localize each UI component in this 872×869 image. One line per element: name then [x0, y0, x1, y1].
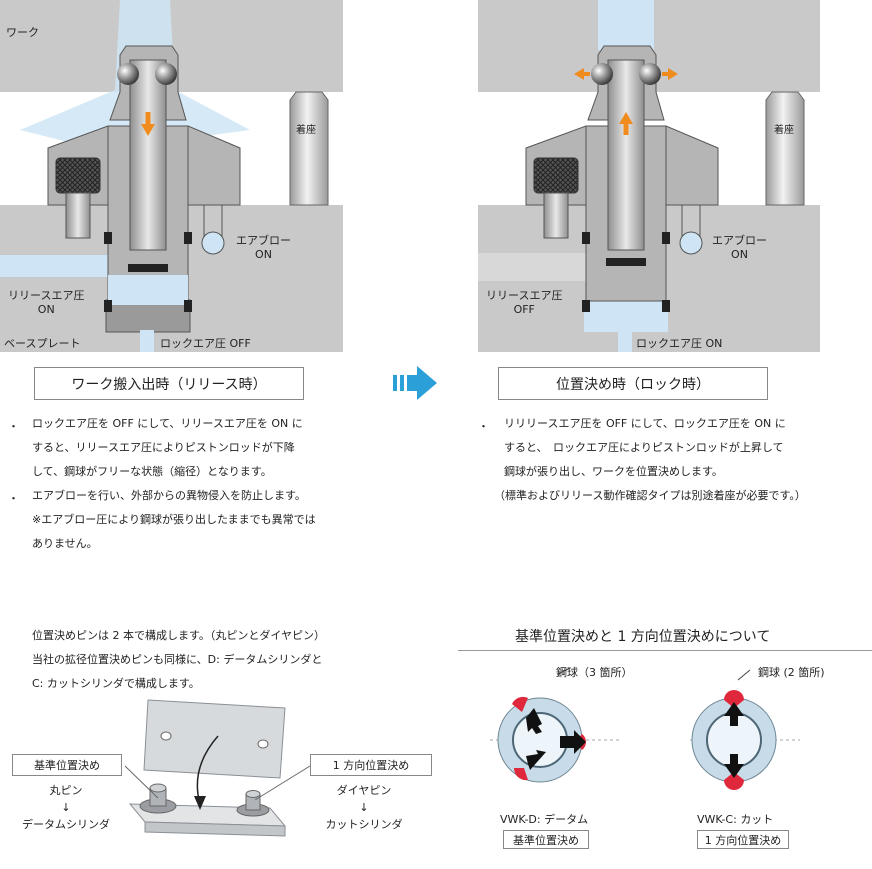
lock-title: 位置決め時（ロック時） — [498, 367, 768, 400]
release-title: ワーク搬入出時（リリース時） — [34, 367, 304, 400]
seat-label: 着座 — [296, 125, 316, 136]
release-diagram — [0, 0, 343, 352]
steel-ball-left — [591, 63, 613, 85]
base-plate-label: ベースプレート — [4, 337, 81, 350]
steel-ball-right — [155, 63, 177, 85]
cut-model-label: VWK-C: カット — [697, 813, 774, 826]
datum-model-label: VWK-D: データム — [500, 813, 589, 826]
lock-description: リリリースエア圧を OFF にして、ロックエア圧を ON にすると、 ロックエア… — [504, 417, 786, 478]
datum-model-box: 基準位置決め — [503, 830, 589, 849]
pin-illustration — [128, 699, 287, 837]
ball-3-label: 鋼球（3 箇所） — [556, 666, 633, 679]
datum-box: 基準位置決め — [12, 754, 122, 776]
bullet: ・ — [8, 492, 19, 505]
transition-arrow — [393, 366, 437, 400]
release-description-1: ロックエア圧を OFF にして、リリースエア圧を ON にすると、リリースエア圧… — [32, 417, 303, 478]
lock-note: （標準およびリリース動作確認タイプは別途着座が必要です。） — [494, 489, 806, 502]
steel-ball-right — [639, 63, 661, 85]
lock-air-label: ロックエア圧 OFF — [160, 337, 251, 350]
work-label: ワーク — [6, 26, 39, 39]
cut-box: 1 方向位置決め — [310, 754, 432, 776]
datum-cross-section — [490, 667, 620, 783]
cut-cross-section — [690, 669, 800, 790]
positioning-title: 基準位置決めと 1 方向位置決めについて — [515, 629, 771, 645]
cut-lines: ダイヤピン↓カットシリンダ — [325, 784, 403, 831]
seat-label-right: 着座 — [774, 125, 794, 136]
steel-ball-left — [117, 63, 139, 85]
datum-lines: 丸ピン↓データムシリンダ — [22, 784, 110, 831]
title-divider — [458, 650, 872, 651]
bullet: ・ — [478, 420, 489, 433]
cut-model-box: 1 方向位置決め — [697, 830, 789, 849]
seat-pin — [289, 91, 329, 206]
pin-description: 位置決めピンは 2 本で構成します。（丸ピンとダイヤピン）当社の拡径位置決めピン… — [32, 629, 326, 690]
lock-air-label-right: ロックエア圧 ON — [636, 337, 723, 350]
bullet: ・ — [8, 420, 19, 433]
lock-diagram — [478, 0, 820, 352]
release-description-2: エアブローを行い、外部からの異物侵入を防止します。※エアブロー圧により鋼球が張り… — [32, 489, 316, 550]
seat-pin — [765, 91, 805, 206]
ball-2-label: 鋼球 (2 箇所) — [758, 666, 825, 679]
